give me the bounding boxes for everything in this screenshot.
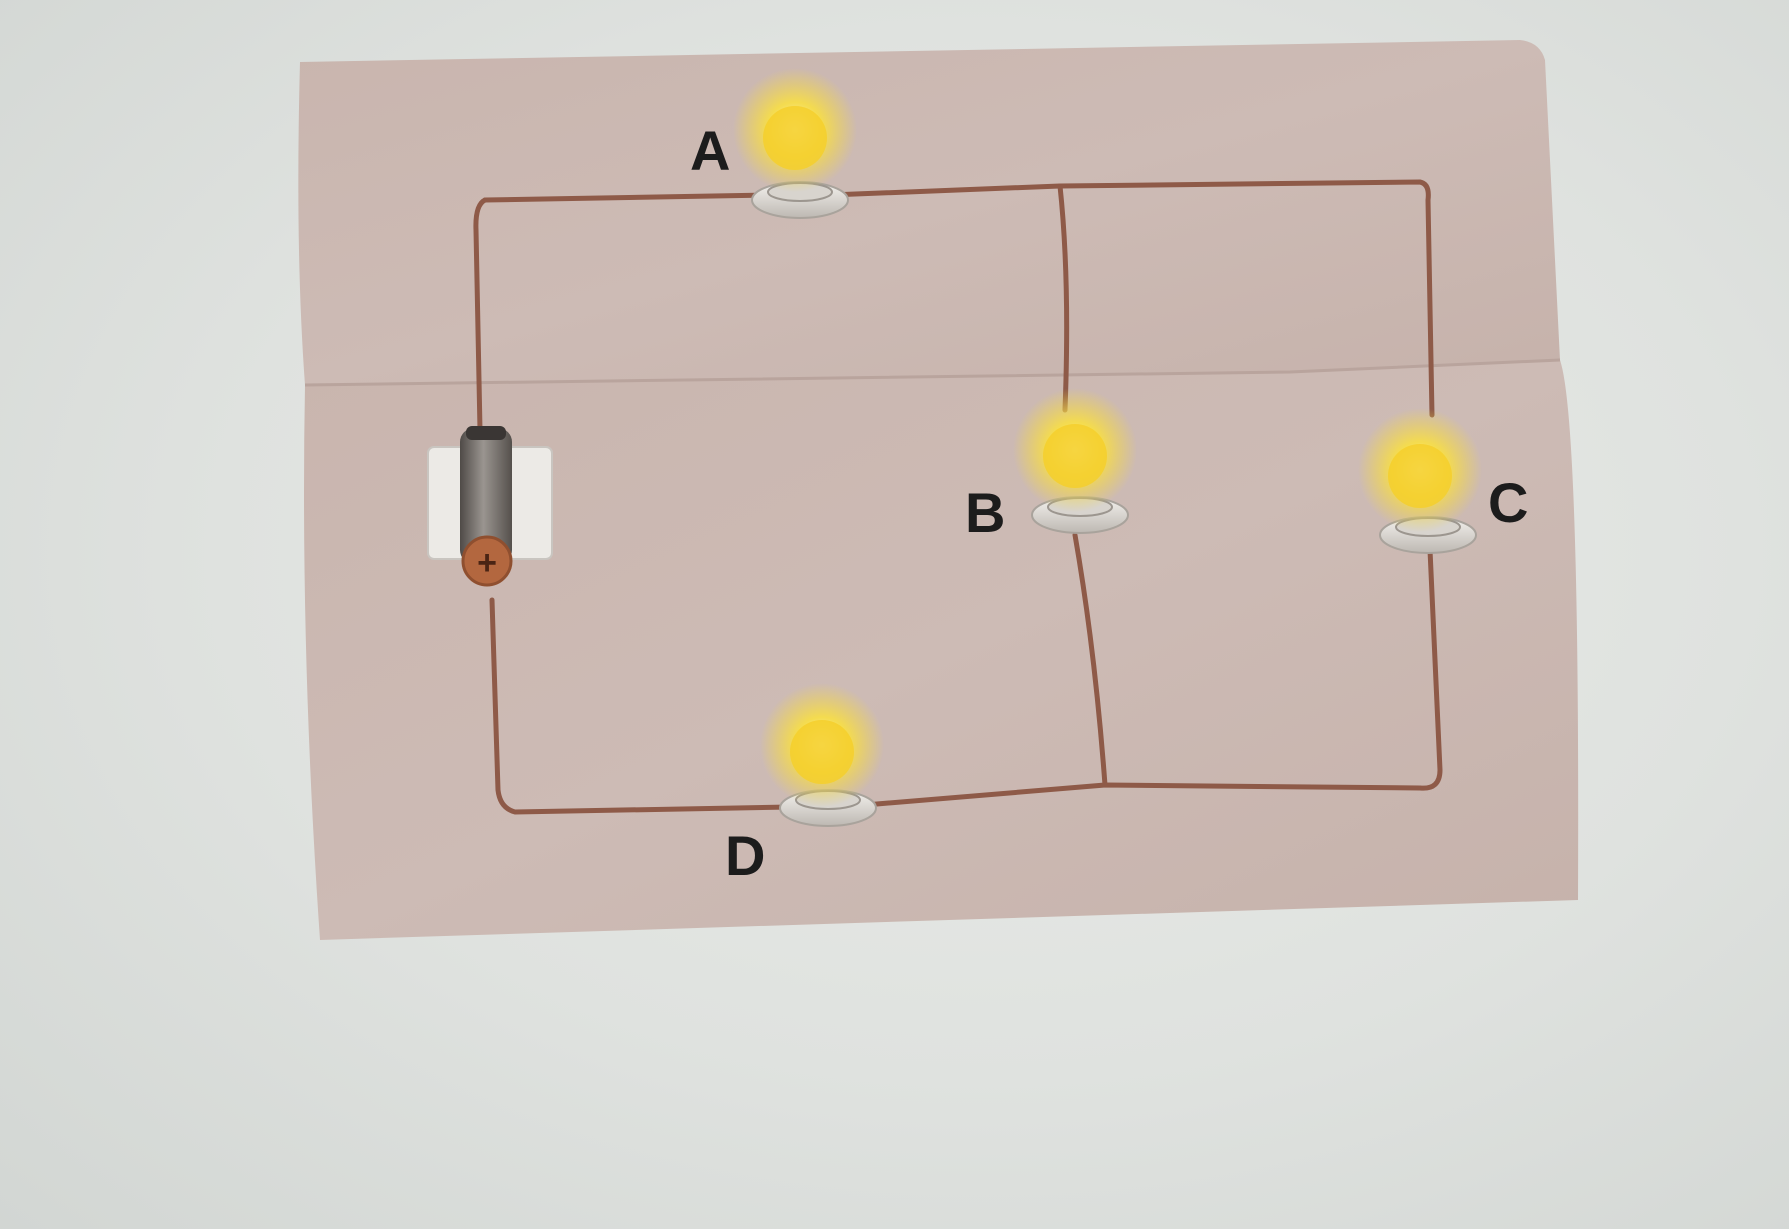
bulb-c-label: C (1488, 471, 1528, 534)
board-plank-top (298, 40, 1560, 385)
bulb-b-core (1043, 424, 1107, 488)
bulb-a: A (690, 68, 857, 219)
wire-right-lower (862, 547, 1443, 808)
wire-top-right (827, 179, 1435, 418)
board-seam (304, 358, 1561, 387)
battery-top-cap (466, 426, 506, 440)
bulb-a-core (763, 106, 827, 170)
battery-body (460, 428, 512, 564)
bulb-c-core (1388, 444, 1452, 508)
wooden-board (298, 40, 1579, 940)
board-plank-bottom (304, 360, 1579, 940)
battery: + (427, 426, 553, 587)
battery-plus-symbol: + (477, 544, 497, 582)
wire-middle-upper (1057, 183, 1070, 413)
battery-positive-terminal (461, 535, 513, 587)
bulb-b: B (965, 388, 1137, 544)
bulb-a-label: A (690, 119, 730, 182)
bulb-d-core (790, 720, 854, 784)
wire-top-left (482, 192, 773, 203)
bulb-d: D (725, 683, 884, 887)
bulb-d-label: D (725, 824, 765, 887)
bulb-c: C (1358, 408, 1528, 554)
wire-bottom-left (489, 597, 793, 815)
wires (473, 179, 1443, 815)
bulb-b-label: B (965, 481, 1005, 544)
wire-middle-lower (1072, 532, 1108, 788)
